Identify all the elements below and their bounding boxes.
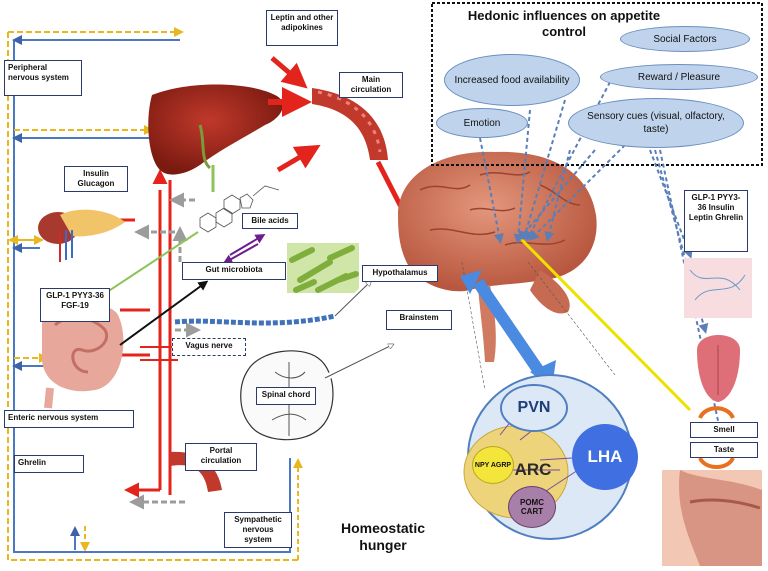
grey-dashed-arrows [129,192,201,510]
ghrelin-label: Ghrelin [14,455,84,473]
smell-label: Smell [690,422,758,438]
emotion-ellipse: Emotion [436,108,528,138]
npy-agrp-nucleus: NPY AGRP [472,446,514,484]
leptin-adipokines-label: Leptin and other adipokines [266,10,338,46]
pomc-cart-nucleus: POMC CART [508,486,556,528]
taste-label: Taste [690,442,758,458]
blood-vessel-main [312,88,388,160]
yellow-sensory-line [520,238,692,412]
pancreas-illustration [38,209,125,262]
enteric-nervous-system-label: Enteric nervous system [4,410,134,428]
bile-acid-structure [199,185,280,233]
glp-gut-label: GLP-1 PYY3-36 FGF-19 [40,288,110,322]
sympathetic-nervous-system-label: Sympathetic nervous system [224,512,292,548]
tongue-illustration [697,335,740,402]
purple-arrow-up [229,233,266,256]
vagus-nerve-line [174,313,336,326]
lha-nucleus: LHA [572,424,638,490]
reward-pleasure-ellipse: Reward / Pleasure [600,64,758,90]
main-circulation-label: Main circulation [339,72,403,98]
liver-illustration [148,84,283,175]
hedonic-frame [431,2,763,166]
hormones-right-label: GLP-1 PYY3-36 Insulin Leptin Ghrelin [684,190,748,252]
blood-vessels-illustration [684,258,752,318]
purple-arrow-down [222,243,259,264]
hypothalamus-label: Hypothalamus [362,265,438,282]
hedonic-title: Hedonic influences on appetite control [467,8,661,39]
gut-microbiota-label: Gut microbiota [182,262,286,280]
smell-taste-cycle-arrows [698,406,735,469]
bile-acids-label: Bile acids [242,213,298,229]
homeostatic-hunger-title: Homeostatic hunger [340,520,426,553]
insulin-glucagon-label: Insulin Glucagon [64,166,128,192]
spinal-chord-label: Spinal chord [256,387,316,405]
sensory-cues-ellipse: Sensory cues (visual, olfactory, taste) [568,98,744,148]
pvn-nucleus: PVN [500,384,568,432]
blue-brain-arc-arrow [473,278,550,384]
peripheral-nervous-system-label: Peripheral nervous system [4,60,82,96]
portal-vessel [170,451,222,492]
vagus-nerve-label: Vagus nerve [172,338,246,356]
nasal-cavity-illustration [662,470,762,566]
portal-circulation-label: Portal circulation [185,443,257,471]
black-gut-microbiota-arrow [119,280,209,346]
gut-microbiota-image [287,243,359,293]
food-availability-ellipse: Increased food availability [444,54,580,106]
social-factors-ellipse: Social Factors [620,26,750,52]
arc-label: ARC [514,460,552,479]
peripheral-frame [7,27,303,561]
green-bile-gut-arrow [91,231,199,303]
brainstem-label: Brainstem [386,310,452,330]
portal-circulation-lines [120,169,178,498]
